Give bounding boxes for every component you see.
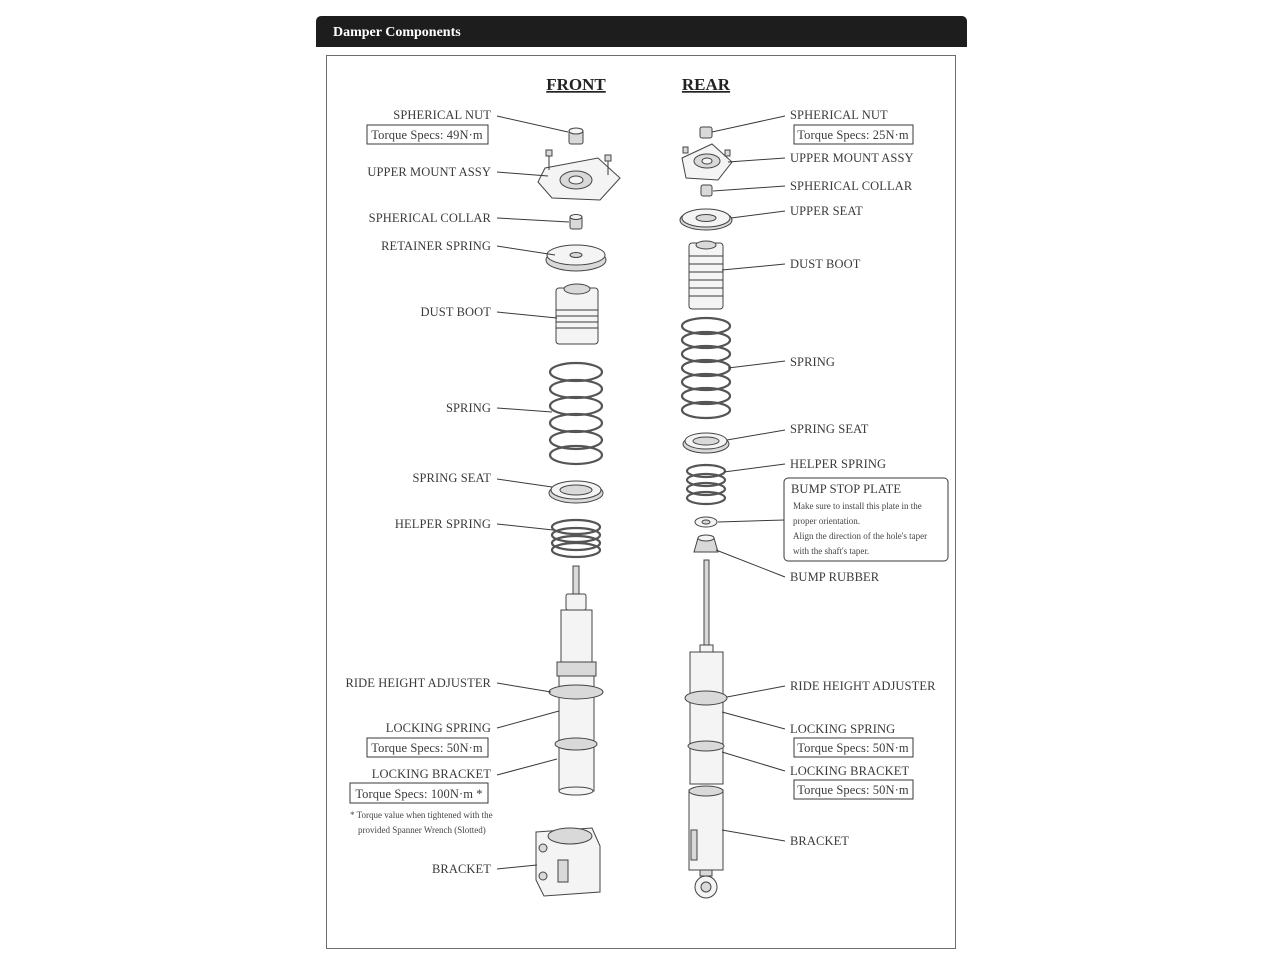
front-label-bracket: BRACKET (432, 862, 491, 876)
rear-bump-stop-line1: Make sure to install this plate in the (793, 501, 922, 511)
rear-bump-rubber-drawing (693, 534, 719, 553)
rear-label-ride-height: RIDE HEIGHT ADJUSTER (790, 679, 936, 693)
front-label-spherical-nut: SPHERICAL NUT (393, 108, 491, 122)
rear-label-upper-seat: UPPER SEAT (790, 204, 863, 218)
rear-spring-drawing (680, 316, 732, 420)
rear-label-spherical-collar: SPHERICAL COLLAR (790, 179, 913, 193)
rear-helper-spring-drawing (685, 463, 727, 506)
front-torque-box-nut (366, 124, 489, 145)
front-torque-locking-bracket: Torque Specs: 100N·m * (355, 787, 482, 801)
rear-label-bracket: BRACKET (790, 834, 849, 848)
rear-torque-box-locking-bracket (793, 779, 914, 800)
front-spherical-collar-drawing (569, 214, 583, 230)
rear-bump-stop-box (783, 477, 949, 562)
rear-bump-stop-line3: Align the direction of the hole's taper (793, 531, 927, 541)
front-upper-mount-drawing (537, 149, 621, 201)
front-label-locking-spring: LOCKING SPRING (386, 721, 491, 735)
rear-bump-stop-line4: with the shaft's taper. (793, 546, 869, 556)
front-spherical-nut-drawing (568, 127, 584, 145)
front-label-retainer-spring: RETAINER SPRING (381, 239, 491, 253)
rear-spherical-nut-drawing (699, 126, 713, 139)
front-label-spherical-collar: SPHERICAL COLLAR (369, 211, 492, 225)
rear-spherical-collar-drawing (700, 184, 713, 197)
rear-bump-stop-plate-drawing (694, 516, 718, 528)
rear-torque-nut: Torque Specs: 25N·m (797, 128, 909, 142)
rear-leaders (711, 115, 786, 842)
section-header: Damper Components (316, 16, 967, 47)
front-label-locking-bracket: LOCKING BRACKET (372, 767, 491, 781)
rear-torque-locking-bracket: Torque Specs: 50N·m (797, 783, 909, 797)
front-spring-drawing (548, 361, 604, 466)
front-heading: FRONT (546, 75, 606, 94)
rear-parts (679, 126, 733, 899)
rear-bump-stop-line2: proper orientation. (793, 516, 860, 526)
rear-label-bump-rubber: BUMP RUBBER (790, 570, 880, 584)
front-parts (535, 127, 621, 897)
front-retainer-spring-drawing (545, 244, 607, 272)
diagram-frame (326, 55, 956, 949)
rear-upper-mount-drawing (681, 143, 733, 181)
rear-label-spring-seat: SPRING SEAT (790, 422, 869, 436)
front-label-dust-boot: DUST BOOT (421, 305, 492, 319)
front-torque-nut: Torque Specs: 49N·m (371, 128, 483, 142)
rear-heading: REAR (682, 75, 731, 94)
front-torque-locking-spring: Torque Specs: 50N·m (371, 741, 483, 755)
front-torque-box-locking-spring (366, 737, 489, 758)
front-footnote-line1: * Torque value when tightened with the (350, 810, 493, 820)
rear-label-locking-spring: LOCKING SPRING (790, 722, 895, 736)
rear-damper-body-drawing (684, 559, 728, 785)
front-label-helper-spring: HELPER SPRING (395, 517, 491, 531)
front-label-spring: SPRING (446, 401, 491, 415)
front-label-ride-height: RIDE HEIGHT ADJUSTER (345, 676, 491, 690)
rear-label-dust-boot: DUST BOOT (790, 257, 861, 271)
front-label-upper-mount: UPPER MOUNT ASSY (367, 165, 491, 179)
front-dust-boot-drawing (555, 283, 599, 345)
rear-label-locking-bracket: LOCKING BRACKET (790, 764, 909, 778)
rear-dust-boot-drawing (688, 240, 724, 310)
front-footnote-line2: provided Spanner Wrench (Slotted) (358, 825, 486, 835)
front-bracket-drawing (535, 827, 601, 897)
rear-labels: SPHERICAL NUT Torque Specs: 25N·m UPPER … (783, 108, 949, 848)
front-labels: SPHERICAL NUT Torque Specs: 49N·m UPPER … (345, 108, 492, 876)
rear-spring-seat-drawing (682, 432, 730, 454)
front-helper-spring-drawing (550, 518, 602, 559)
rear-torque-box-nut (793, 124, 914, 145)
rear-upper-seat-drawing (679, 208, 733, 231)
front-label-spring-seat: SPRING SEAT (412, 471, 491, 485)
rear-label-helper-spring: HELPER SPRING (790, 457, 886, 471)
front-spring-seat-drawing (548, 480, 604, 504)
rear-label-spherical-nut: SPHERICAL NUT (790, 108, 888, 122)
rear-label-spring: SPRING (790, 355, 835, 369)
section-title: Damper Components (333, 25, 461, 40)
rear-bracket-drawing (688, 785, 724, 899)
front-damper-body-drawing (548, 565, 604, 796)
rear-bump-stop-title: BUMP STOP PLATE (791, 482, 901, 496)
front-leaders (496, 115, 570, 870)
rear-label-upper-mount: UPPER MOUNT ASSY (790, 151, 914, 165)
rear-torque-locking-spring: Torque Specs: 50N·m (797, 741, 909, 755)
front-torque-box-locking-bracket (349, 782, 489, 804)
rear-torque-box-locking-spring (793, 737, 914, 758)
